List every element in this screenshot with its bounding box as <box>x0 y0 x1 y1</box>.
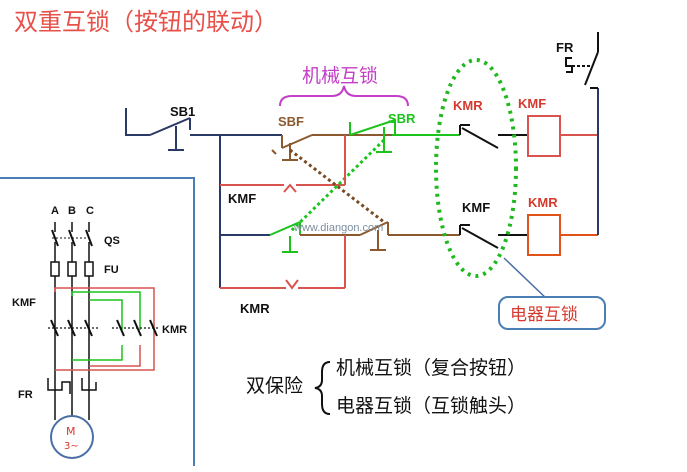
kmf-interlock-label: KMF <box>462 200 490 215</box>
sb1-stop-button <box>125 108 220 151</box>
motor-symbol <box>50 415 94 459</box>
callout-line <box>503 257 549 301</box>
page-title: 双重互锁（按钮的联动） <box>14 8 278 36</box>
fr-thermal-contact <box>565 32 599 89</box>
reverse-rung <box>220 135 440 253</box>
legend: 双保险 机械互锁（复合按钮） 电器互锁（互锁触头） <box>246 357 526 417</box>
sbf-label: SBF <box>278 114 304 129</box>
sbf-button <box>271 134 400 161</box>
sb1-label: SB1 <box>170 104 195 119</box>
kmf-coil <box>527 115 561 157</box>
legend-heading: 双保险 <box>246 375 303 397</box>
qs-label: QS <box>104 235 120 247</box>
fr-main-label: FR <box>18 389 33 401</box>
fu-label: FU <box>104 264 119 276</box>
kmr-main-label: KMR <box>162 324 187 336</box>
legend-brace <box>314 361 331 415</box>
kmf-main-label: KMF <box>12 297 36 309</box>
kmf-coil-label: KMF <box>518 96 546 111</box>
kmr-holding-contact <box>220 235 346 290</box>
mechanical-interlock-label: 机械互锁 <box>302 65 378 87</box>
sbr-label: SBR <box>388 111 416 126</box>
kmr-coil <box>527 214 561 256</box>
electrical-interlock-box <box>498 296 606 330</box>
legend-item-electrical: 电器互锁（互锁触头） <box>336 395 526 417</box>
main-circuit-panel: A B C QS FU KMF KMR <box>0 177 195 466</box>
control-circuit: SB1 SBF KMF <box>125 32 599 316</box>
phase-b-label: B <box>68 205 76 217</box>
sbr-link-dotted <box>288 138 386 234</box>
fr-control-label: FR <box>556 40 574 55</box>
phase-c-label: C <box>86 205 94 217</box>
motor-label: M <box>66 425 76 438</box>
kmf-interlock-contact <box>440 224 528 249</box>
kmr-interlock-label: KMR <box>453 98 483 113</box>
legend-item-mechanical: 机械互锁（复合按钮） <box>336 357 526 379</box>
motor-phase-label: 3~ <box>64 441 79 452</box>
phase-a-label: A <box>51 205 59 217</box>
mechanical-interlock-bracket <box>279 85 409 107</box>
sbf-link-dotted <box>289 148 385 224</box>
kmr-contact-label: KMR <box>240 301 270 316</box>
electrical-interlock-ellipse <box>434 58 518 278</box>
sbr-button <box>349 119 440 153</box>
kmf-contact-label: KMF <box>228 191 256 206</box>
electrical-interlock-label: 电器互锁 <box>510 305 578 325</box>
kmr-coil-label: KMR <box>528 195 558 210</box>
kmr-interlock-contact <box>440 124 528 149</box>
watermark: www.diangon.com <box>293 222 383 234</box>
